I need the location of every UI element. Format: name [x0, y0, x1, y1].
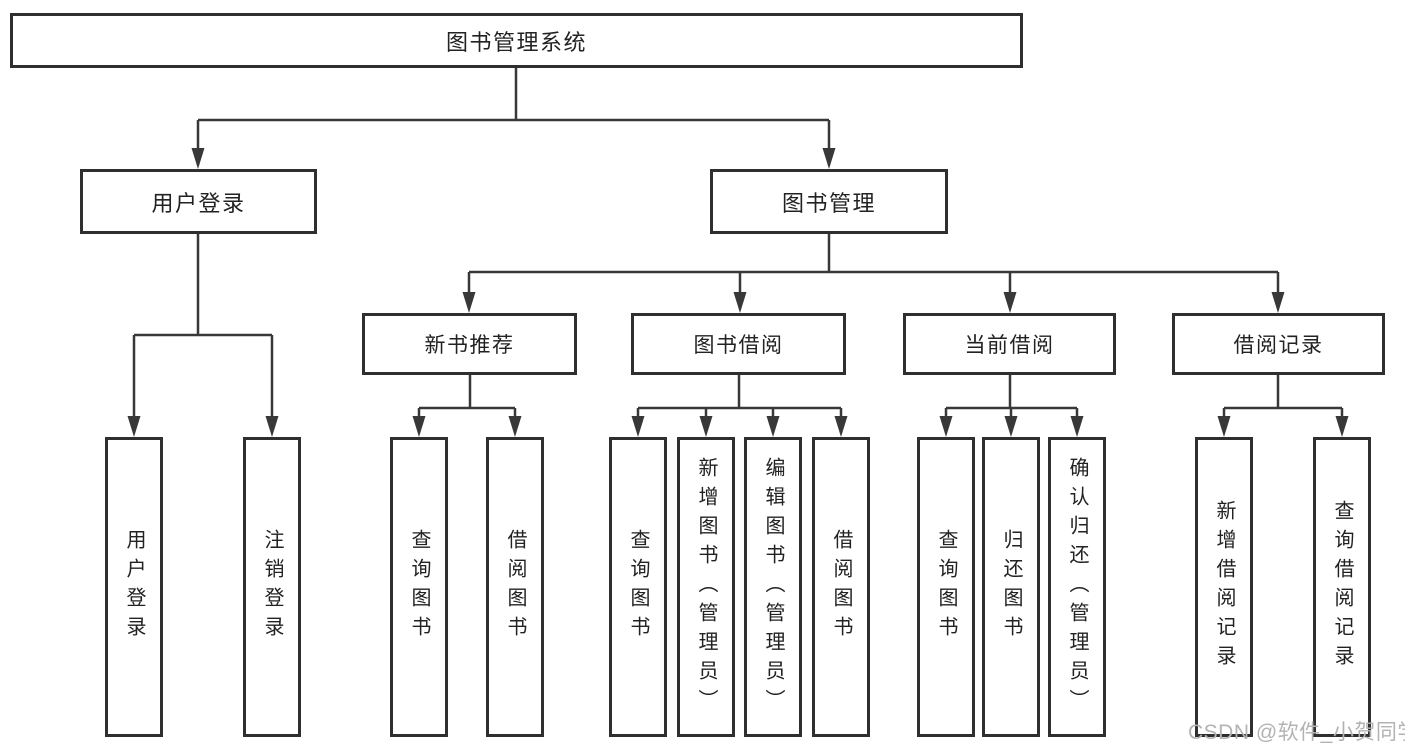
node-borrowing-records: 借阅记录 [1172, 313, 1385, 375]
connector-borrowing-records-children [1217, 375, 1349, 437]
node-new-book-recommendation: 新书推荐 [362, 313, 577, 375]
connector-book-borrowing-children [631, 375, 848, 437]
node-borrow-books: 借阅图书 [812, 437, 870, 737]
node-label: 注销登录 [261, 529, 283, 645]
node-add-borrow-record: 新增借阅记录 [1195, 437, 1253, 737]
node-query-books: 查询图书 [917, 437, 975, 737]
node-query-books: 查询图书 [609, 437, 667, 737]
node-label: 查询图书 [627, 529, 649, 645]
node-label: 用户登录 [123, 529, 145, 645]
node-current-borrowing: 当前借阅 [903, 313, 1116, 375]
node-logout-action: 注销登录 [243, 437, 301, 737]
node-label: 归还图书 [1000, 529, 1022, 645]
node-label: 查询借阅记录 [1331, 500, 1353, 674]
watermark: CSDN @软件_小贺同学 [1188, 721, 1405, 744]
node-user-login-action: 用户登录 [105, 437, 163, 737]
node-label: 确认归还（管理员） [1066, 456, 1088, 718]
connector-current-borrowing-children [939, 375, 1084, 437]
node-query-borrow-record: 查询借阅记录 [1313, 437, 1371, 737]
node-add-books-admin: 新增图书（管理员） [677, 437, 735, 737]
node-book-management: 图书管理 [710, 169, 948, 234]
node-label: 查询图书 [935, 529, 957, 645]
connector-new-book-recommendation-children [412, 375, 522, 437]
node-label: 新增借阅记录 [1213, 500, 1235, 674]
node-book-borrowing: 图书借阅 [631, 313, 846, 375]
node-return-books: 归还图书 [982, 437, 1040, 737]
node-query-books: 查询图书 [390, 437, 448, 737]
node-user-login: 用户登录 [80, 169, 317, 234]
node-label: 借阅图书 [504, 529, 526, 645]
node-library-management-system: 图书管理系统 [10, 13, 1023, 68]
connector-user-login-children [127, 234, 279, 437]
node-label: 借阅图书 [830, 529, 852, 645]
node-edit-books-admin: 编辑图书（管理员） [744, 437, 802, 737]
node-confirm-return-admin: 确认归还（管理员） [1048, 437, 1106, 737]
node-label: 查询图书 [408, 529, 430, 645]
connector-root-to-level2 [191, 68, 836, 169]
node-borrow-books: 借阅图书 [486, 437, 544, 737]
node-label: 新增图书（管理员） [695, 456, 717, 718]
connector-book-management-children [462, 234, 1285, 313]
node-label: 编辑图书（管理员） [762, 456, 784, 718]
